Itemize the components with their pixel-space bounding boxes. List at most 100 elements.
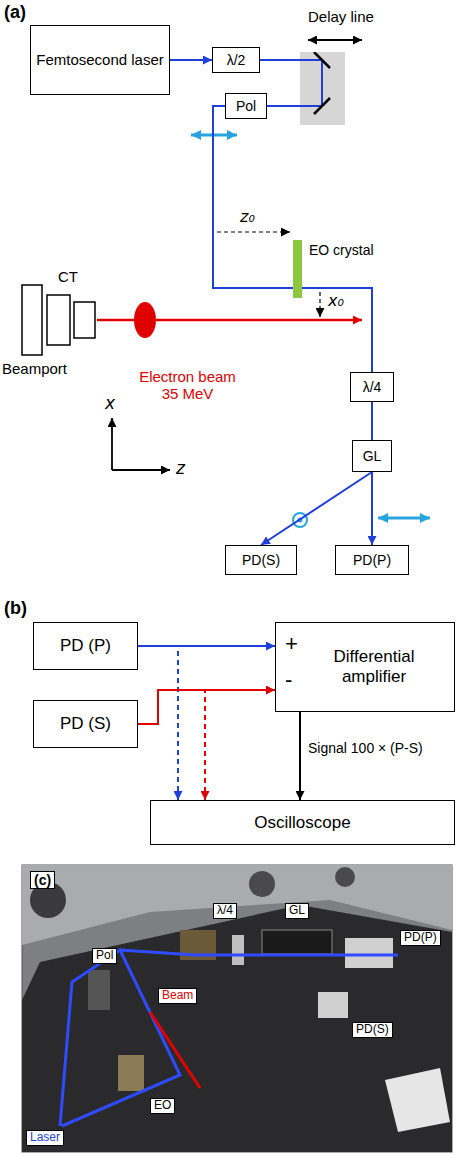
photo-callout: Pol (92, 948, 117, 964)
photo-callout: GL (285, 903, 309, 919)
photo-callout: PD(S) (352, 1022, 393, 1038)
figure-label: (b) (4, 598, 27, 619)
box-label: Oscilloscope (254, 813, 350, 832)
box-label: PD (S) (60, 714, 111, 733)
connector (138, 690, 205, 800)
axis-arrow (111, 418, 113, 470)
text-holder: λ/2 (227, 52, 246, 68)
optical-table (22, 905, 452, 1152)
detector-housing (318, 992, 348, 1018)
figure-label: x₀ (328, 292, 344, 310)
text-holder: PD(S) (242, 552, 280, 568)
mirror-line (321, 60, 323, 106)
ct-symbol (47, 295, 70, 345)
ct-symbol (74, 302, 95, 338)
delay-stage: Delay line (300, 52, 345, 125)
component-box: GL (352, 440, 392, 472)
component-box: Pol (225, 93, 267, 119)
optic-mount (88, 970, 110, 1010)
text-holder: PD (P) (60, 636, 111, 656)
box-label: Femtosecond laser (36, 51, 164, 68)
connector (170, 59, 212, 61)
beam-path (150, 1012, 200, 1088)
photo-callout: (c) (30, 871, 55, 889)
text-holder: Oscilloscope (254, 813, 350, 833)
photo-callout: λ/4 (213, 903, 237, 919)
component-box: Oscilloscope (150, 800, 455, 845)
input-sign: - (285, 669, 292, 691)
box-label: GL (363, 448, 382, 464)
optic-mount (118, 1055, 144, 1091)
connector (213, 106, 293, 288)
text-holder: Femtosecond laser (36, 51, 164, 68)
box-label: Pol (236, 98, 256, 114)
delay-motion-arrow (308, 39, 362, 41)
text-holder: PD (S) (60, 714, 111, 734)
text-holder: Pol (236, 98, 256, 114)
component-box: λ/2 (212, 47, 260, 73)
figure-label: CT (58, 268, 78, 285)
component-box: PD (S) (33, 700, 138, 748)
box-label: PD (P) (60, 636, 111, 655)
amplifier-box: Differential amplifier + - (275, 622, 455, 712)
mirror-line (300, 105, 322, 107)
optic-mount (262, 930, 332, 954)
photo-callout: EO (150, 1098, 175, 1114)
text-holder: λ/4 (363, 379, 382, 395)
component-box: PD (P) (33, 622, 138, 670)
text-holder: PD(P) (353, 552, 391, 568)
axis-arrow (112, 469, 170, 471)
beamport-symbol (22, 285, 42, 355)
connector (267, 105, 300, 107)
component-box: PD(P) (335, 545, 409, 575)
amplifier-name: Differential amplifier (334, 647, 415, 686)
optic-mount (232, 935, 244, 965)
polarization-arrow (378, 517, 430, 520)
box-label: λ/4 (363, 379, 382, 395)
connector-label: Signal 100 × (P-S) (306, 740, 425, 756)
connector (302, 288, 372, 372)
eo-crystal: EO crystal (293, 240, 302, 298)
mirror-line (314, 52, 330, 68)
figure-label: z₀ (240, 208, 255, 226)
wall-port (249, 871, 275, 897)
box-label: PD(P) (353, 552, 391, 568)
mirror-line (300, 59, 322, 61)
photo-callout: Beam (158, 988, 197, 1004)
laser-path (60, 950, 180, 1126)
laser-path (120, 950, 398, 955)
connector (261, 472, 372, 545)
photo-callout: Laser (26, 1130, 64, 1146)
component-box: Femtosecond laser (30, 25, 170, 95)
connector (371, 472, 373, 545)
input-sign: + (285, 633, 298, 655)
distance-arrow (319, 292, 320, 317)
text-holder: GL (363, 448, 382, 464)
wall-port (335, 867, 355, 887)
stage-label: Delay line (308, 8, 374, 25)
figure-label: (a) (4, 2, 26, 23)
cloth (385, 1068, 450, 1132)
box-label: λ/2 (227, 52, 246, 68)
mirror-line (314, 98, 330, 114)
figure-label: z (176, 459, 185, 479)
connector (371, 402, 373, 440)
box-label: PD(S) (242, 552, 280, 568)
component-box: λ/4 (350, 372, 394, 402)
crystal-label: EO crystal (309, 242, 374, 258)
electron-bunch (134, 302, 156, 338)
connector (260, 59, 300, 61)
setup-photo (22, 865, 452, 1152)
photo-callout: PD(P) (400, 930, 441, 946)
connector (299, 712, 301, 800)
detector-housing (345, 938, 393, 968)
distance-arrow (217, 231, 290, 232)
figure-label: x (105, 394, 115, 414)
figure-label: Electron beam 35 MeV (130, 368, 245, 403)
figure-label: Beamport (2, 360, 67, 377)
component-box: PD(S) (225, 545, 297, 575)
mirror-pair (300, 52, 345, 125)
